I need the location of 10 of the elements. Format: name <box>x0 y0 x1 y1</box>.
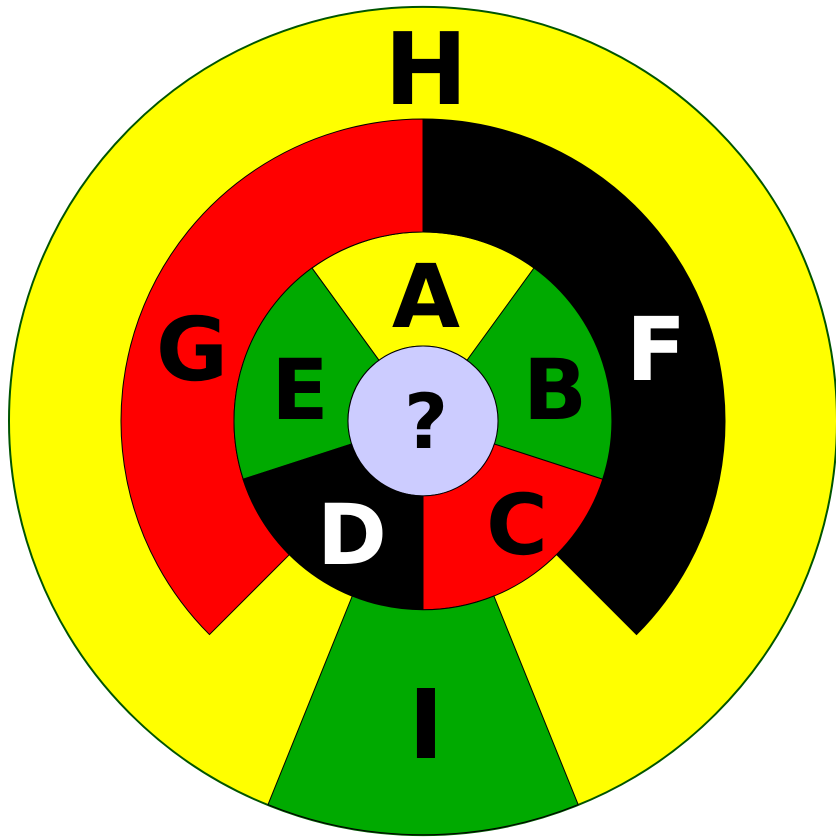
region-letter: B <box>522 348 587 432</box>
region-letter: E <box>271 348 329 432</box>
region-letter: D <box>317 492 387 577</box>
region-letter: C <box>486 482 548 567</box>
region-letter: G <box>156 306 228 394</box>
region-letter: H <box>384 20 468 120</box>
region-letter: ? <box>404 384 448 460</box>
region-letter: I <box>408 676 444 773</box>
region-letter: F <box>626 306 686 394</box>
region-letter: A <box>392 253 460 341</box>
